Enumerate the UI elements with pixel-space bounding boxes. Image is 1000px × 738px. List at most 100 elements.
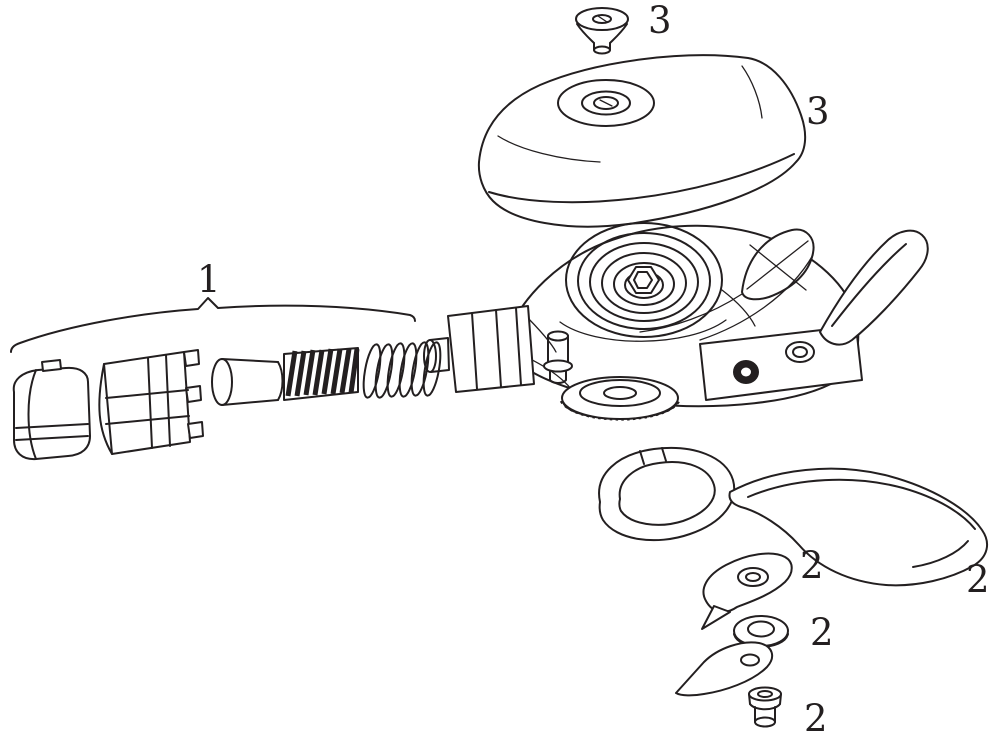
callout-label-top-screw: 3 xyxy=(648,0,672,42)
thread-ridge xyxy=(285,350,298,397)
bolt-drive-recess xyxy=(757,690,773,698)
thread-ridge xyxy=(339,348,352,394)
part-mount-bolt xyxy=(748,686,782,728)
spiral-turn xyxy=(601,252,687,314)
mount-rib xyxy=(471,312,478,390)
cover-front-crease xyxy=(488,153,795,204)
knob-groove xyxy=(105,415,190,425)
knob-body xyxy=(103,351,191,455)
spring-coil xyxy=(374,343,394,399)
adjuster-knob xyxy=(98,349,204,455)
pivot-bracket-drawing xyxy=(639,228,815,341)
screw-drive-slot xyxy=(597,15,608,23)
part-top-cover xyxy=(477,54,807,228)
spool-hub xyxy=(603,386,637,400)
paddle-top-edge xyxy=(747,478,976,530)
spiral-turn xyxy=(589,242,699,322)
spool-face xyxy=(579,379,661,407)
thread-ridge xyxy=(294,350,307,397)
band-slit xyxy=(639,450,645,465)
bolt-head-bottom xyxy=(749,703,781,711)
spring-coil xyxy=(422,341,442,397)
thread-ridge xyxy=(330,348,343,395)
callout-brace xyxy=(10,297,416,353)
part-clamp-bracket xyxy=(701,552,793,630)
part-washer xyxy=(733,615,789,648)
callout-label-mount-bolt: 2 xyxy=(804,697,828,738)
adjuster-threaded-bolt xyxy=(283,347,360,401)
thread-ridge xyxy=(312,349,325,396)
bolt-tip xyxy=(754,716,776,728)
lever-paddle-outline xyxy=(728,467,989,587)
mount-hole-inner xyxy=(792,346,808,358)
screw-tip xyxy=(593,45,611,55)
knob-groove xyxy=(105,389,189,399)
center-hex-hole xyxy=(633,271,653,289)
mount-plate-hole xyxy=(740,653,760,667)
center-hex-nut xyxy=(627,266,660,294)
cover-dome-crease xyxy=(497,135,601,163)
end-cap-slot xyxy=(15,423,89,429)
part-group-barrel-adjuster xyxy=(10,297,442,461)
knob-castellation xyxy=(187,421,204,439)
barrel-top xyxy=(221,358,279,363)
knob-spline-line xyxy=(147,357,153,449)
spring-coil xyxy=(398,342,418,398)
band-slit xyxy=(661,447,667,462)
end-cap-face-arc xyxy=(27,369,37,460)
body-adjuster-mount xyxy=(423,305,535,393)
paddle-tip-edge xyxy=(912,540,969,568)
spiral-turn xyxy=(565,222,723,338)
spiral-turn xyxy=(613,262,675,306)
clamp-bracket-point xyxy=(701,605,731,630)
washer-inner xyxy=(747,620,775,638)
screw-cone-left xyxy=(576,23,595,44)
knob-face-arc xyxy=(98,363,113,455)
cover-outline xyxy=(477,54,807,228)
callout-label-shift-lever: 2 xyxy=(966,558,990,601)
part-cover-screw xyxy=(575,7,629,55)
body-inner-arc xyxy=(559,319,727,342)
mount-block xyxy=(447,305,535,393)
upshift-lever-edge xyxy=(831,243,907,327)
adjuster-end-cap xyxy=(12,359,91,461)
end-cap-tab xyxy=(41,359,62,372)
return-spring-wire xyxy=(639,293,743,333)
cable-spool-drawing xyxy=(559,376,681,421)
end-cap-outline xyxy=(12,366,91,461)
thread-ridge xyxy=(303,349,316,396)
thread-ridge xyxy=(348,348,360,394)
cover-hole-detail xyxy=(599,99,613,107)
clamp-bolt-hole-inner xyxy=(745,572,761,582)
thread-ridge xyxy=(321,348,334,395)
pin-side xyxy=(547,335,569,367)
spiral-spring-drawing xyxy=(565,222,756,338)
upshift-lever-drawing xyxy=(819,229,929,346)
spring-coil xyxy=(386,342,406,398)
adjuster-barrel xyxy=(211,358,284,406)
screw-cone-right xyxy=(609,23,628,44)
pin-flange xyxy=(543,359,573,373)
callout-label-washer: 2 xyxy=(810,611,834,654)
callout-label-adjuster-group: 1 xyxy=(197,258,221,301)
pivot-cross-wire xyxy=(749,244,807,291)
pivot-cross-wire xyxy=(746,240,809,290)
dark-bushing-bore xyxy=(740,366,752,378)
spiral-turn xyxy=(577,232,711,330)
barrel-bottom xyxy=(221,399,279,406)
knob-castellation xyxy=(183,349,200,367)
barrel-face xyxy=(211,358,233,406)
spring-coil xyxy=(362,343,382,399)
body-hole-block xyxy=(699,325,863,401)
knob-spline-line xyxy=(165,354,171,447)
pin-base xyxy=(549,370,567,384)
upshift-lever-outline xyxy=(819,229,929,346)
pin-top xyxy=(547,330,569,342)
spiral-tail xyxy=(721,289,756,327)
callout-label-clamp-bracket: 2 xyxy=(800,544,824,587)
spring-coil xyxy=(410,341,430,397)
end-cap-slot xyxy=(15,435,89,441)
callout-label-cover: 3 xyxy=(806,90,830,133)
mount-rib xyxy=(515,307,522,386)
